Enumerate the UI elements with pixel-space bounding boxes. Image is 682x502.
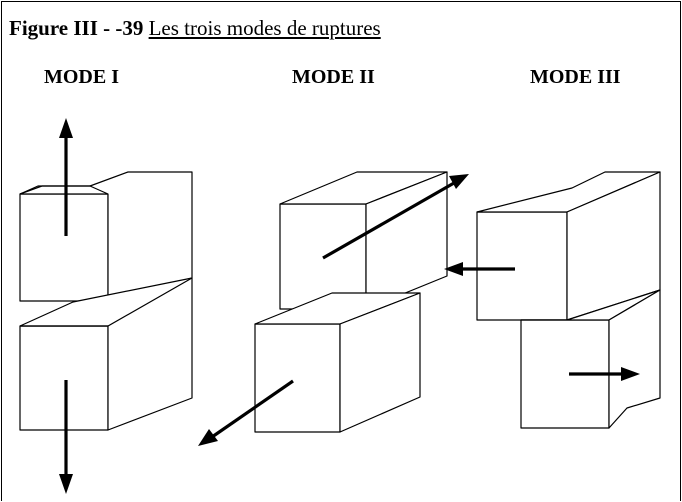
mode-1-upper-block <box>19 171 193 302</box>
mode-2-arrow-upper <box>322 174 469 260</box>
mode-1-illustration <box>19 118 193 494</box>
mode-2-arrow-lower <box>198 379 294 446</box>
figure-title: Les trois modes de ruptures <box>148 16 381 40</box>
figure-number: Figure III - -39 <box>9 16 144 40</box>
mode-3-illustration <box>444 171 661 429</box>
figure-caption: Figure III - -39 Les trois modes de rupt… <box>9 16 381 40</box>
mode-1-lower-block <box>19 277 193 431</box>
mode-1-arrow-down <box>59 380 73 494</box>
mode-3-label: MODE III <box>530 66 621 88</box>
mode-2-upper-block <box>279 171 448 310</box>
mode-2-illustration <box>198 171 469 446</box>
mode-3-arrow-right <box>569 367 640 381</box>
mode-1-label: MODE I <box>44 66 119 88</box>
mode-2-lower-block <box>254 292 421 433</box>
mode-3-arrow-left <box>444 262 515 276</box>
mode-2-label: MODE II <box>292 66 375 88</box>
mode-3-upper-block <box>476 171 661 321</box>
mode-1-arrow-up <box>59 118 73 236</box>
mode-3-lower-block <box>520 289 661 429</box>
